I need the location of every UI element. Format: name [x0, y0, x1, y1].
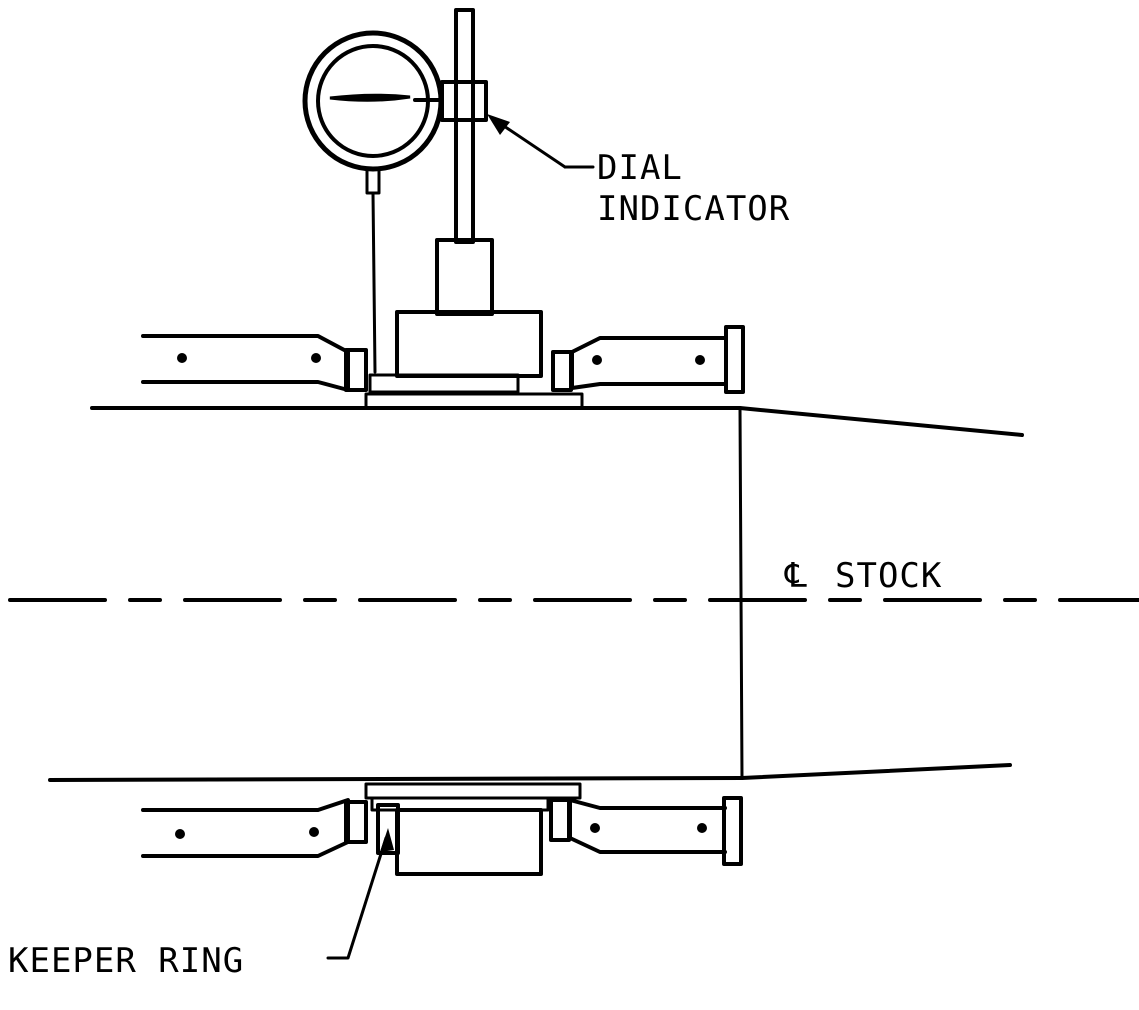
dial-indicator-label-line2: INDICATOR	[597, 189, 790, 229]
centerline-stock-label: STOCK	[835, 556, 942, 596]
dial-indicator	[302, 8, 543, 378]
keeper-ring-label: KEEPER RING	[8, 941, 244, 981]
dial-needle	[329, 93, 411, 102]
dial-indicator-leader	[487, 114, 595, 169]
keeper-ring-leader	[326, 828, 394, 960]
bottom-seal-assembly	[141, 782, 743, 876]
keeper-ring	[376, 803, 400, 855]
dial-indicator-label-line1: DIAL	[597, 148, 683, 188]
centerline-symbol: ℄	[784, 556, 808, 596]
indicator-base-block	[395, 310, 543, 378]
top-seal-assembly	[141, 325, 745, 410]
bottom-seal-block	[395, 808, 543, 876]
